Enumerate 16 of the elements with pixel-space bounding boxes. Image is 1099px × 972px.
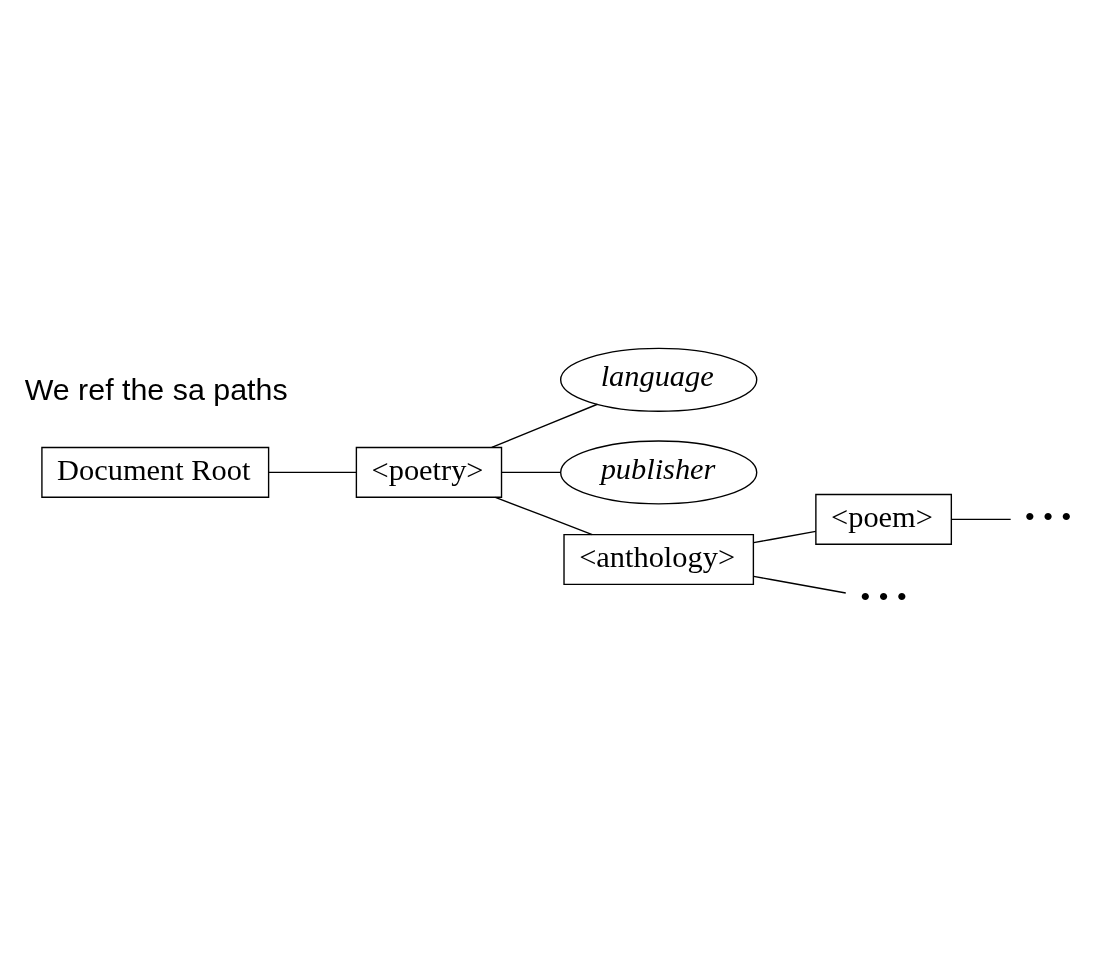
node-ellipse: language [559, 347, 758, 412]
node-box: Document Root [41, 446, 270, 498]
connector [752, 530, 817, 543]
node-text: • • • [1024, 499, 1072, 534]
connector [752, 575, 847, 594]
node-box: <poem> [815, 493, 953, 545]
connector [951, 518, 1012, 520]
node-text: • • • [860, 579, 908, 614]
node-box: <anthology> [563, 533, 755, 585]
connector [500, 471, 562, 473]
connector [494, 496, 593, 535]
node-ellipse: publisher [559, 439, 758, 505]
connector [268, 471, 357, 473]
label: We ref the sa paths [24, 371, 288, 406]
node-box: <poetry> [355, 446, 503, 498]
connector [491, 403, 599, 448]
